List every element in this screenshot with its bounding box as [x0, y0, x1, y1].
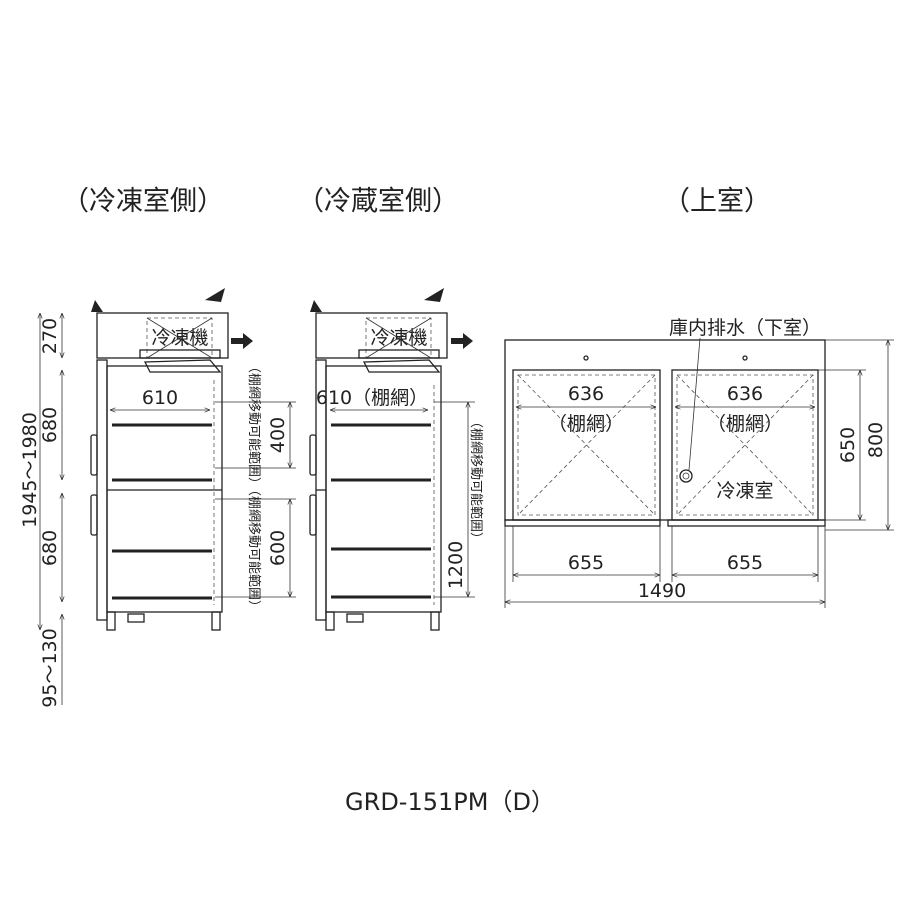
top-height-dim: 270 — [39, 318, 61, 354]
exhaust-arrow-icon — [231, 333, 253, 349]
lower-door-dim: 680 — [39, 530, 61, 566]
leg-height-dim: 95～130 — [39, 628, 61, 707]
top-view: 636 （棚網） 636 （棚網） 冷凍室 庫内排水（下室） 650 800 6… — [504, 317, 894, 608]
fridge-side-title: （冷蔵室側） — [297, 186, 459, 217]
fridge-side-view: 冷凍機 610（棚網） 1200 （棚網移動可能範囲） — [309, 288, 483, 631]
drain-icon — [679, 469, 693, 483]
lower-range-label: （棚網移動可能範囲） — [246, 483, 261, 613]
shelf-depth-dim: 610 — [142, 387, 178, 409]
upper-door-dim: 680 — [39, 407, 61, 443]
range-label: （棚網移動可能範囲） — [468, 415, 483, 545]
upper-range-label: （棚網移動可能範囲） — [246, 360, 261, 490]
right-compartment-label: （棚網） — [707, 413, 783, 435]
left-compartment-width: 636 — [568, 383, 604, 405]
right-width-dim: 655 — [727, 552, 763, 574]
total-height-dim: 1945～1980 — [19, 412, 41, 528]
freezer-side-title: （冷凍室側） — [62, 186, 224, 217]
top-view-title: （上室） — [663, 186, 771, 217]
refrigeration-unit-label: 冷凍機 — [151, 327, 208, 349]
drain-label: 庫内排水（下室） — [669, 317, 821, 339]
exhaust-arrow-icon — [451, 333, 473, 349]
left-width-dim: 655 — [568, 552, 604, 574]
right-compartment-width: 636 — [727, 383, 763, 405]
total-width-dim: 1490 — [638, 580, 686, 602]
freezer-compartment-label: 冷凍室 — [716, 480, 773, 502]
inner-depth-dim: 650 — [837, 427, 859, 463]
lower-range-dim: 600 — [267, 530, 289, 566]
outer-depth-dim: 800 — [865, 422, 887, 458]
refrigeration-unit-label: 冷凍機 — [370, 327, 427, 349]
range-dim: 1200 — [445, 541, 467, 589]
freezer-side-view: 冷凍機 1945～1980 270 680 680 95～130 610 400 — [19, 288, 296, 708]
model-number: GRD-151PM（D） — [345, 788, 555, 816]
shelf-depth-dim: 610（棚網） — [316, 387, 428, 409]
upper-range-dim: 400 — [267, 417, 289, 453]
left-compartment-label: （棚網） — [548, 413, 624, 435]
